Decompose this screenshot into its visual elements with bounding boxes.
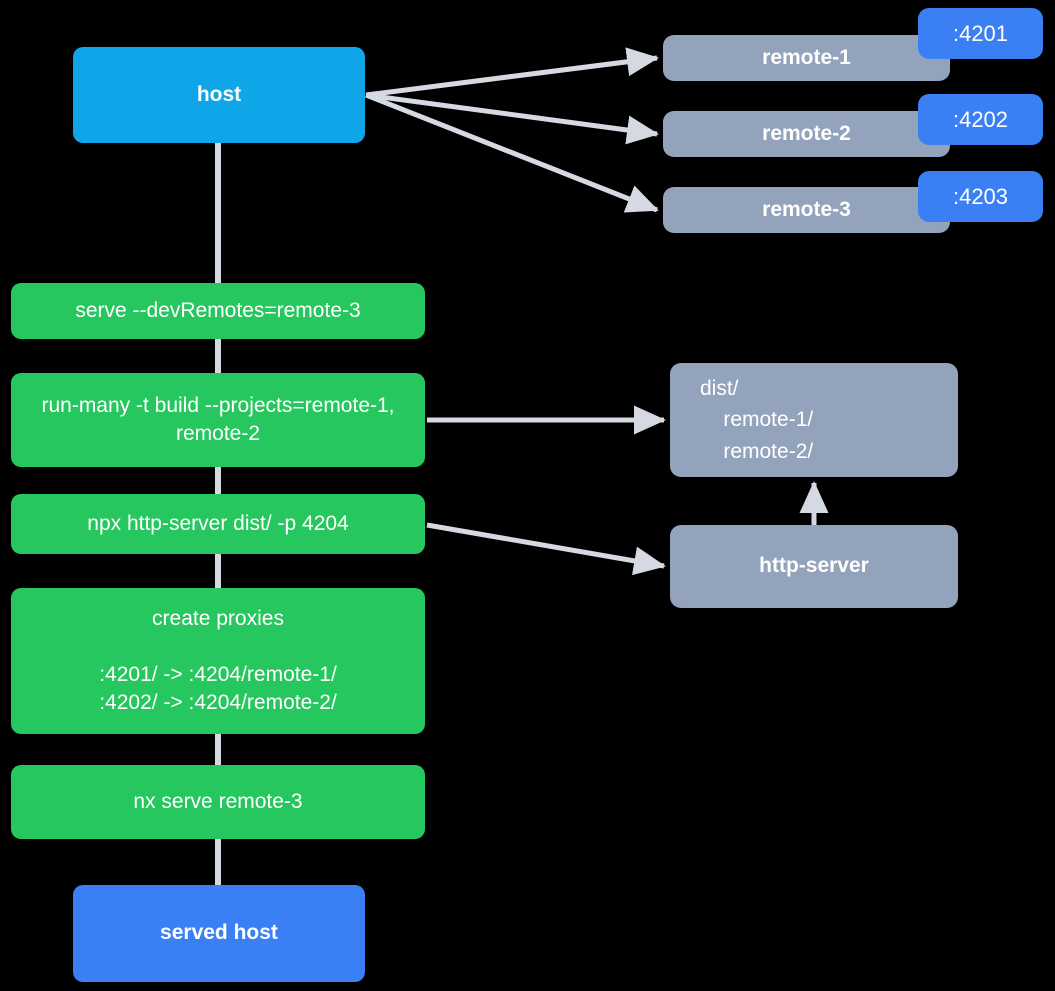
command-npx-http-server[interactable]: npx http-server dist/ -p 4204 xyxy=(11,494,425,554)
badge-remote-2-port-label: :4202 xyxy=(952,106,1009,132)
badge-remote-1-port-label: :4201 xyxy=(952,20,1009,46)
edge-host-to-remote-1 xyxy=(365,47,659,98)
node-remote-3-label: remote-3 xyxy=(762,197,851,221)
node-http-server-label: http-server xyxy=(759,554,869,578)
node-remote-2-label: remote-2 xyxy=(762,121,851,145)
dist-line-remote-1: remote-1/ xyxy=(700,408,814,432)
node-dist-folder-tree: dist/ remote-1/ remote-2/ xyxy=(670,373,958,468)
edge-host-to-remote-3 xyxy=(365,92,659,213)
edge-host-to-remote-2 xyxy=(365,92,659,145)
node-remote-2[interactable]: remote-2 xyxy=(663,111,950,157)
command-create-proxies[interactable]: create proxies :4201/ -> :4204/remote-1/… xyxy=(11,588,425,734)
command-create-proxies-label: create proxies :4201/ -> :4204/remote-1/… xyxy=(99,606,337,715)
node-remote-1-label: remote-1 xyxy=(762,45,851,69)
dist-line-remote-2: remote-2/ xyxy=(700,439,814,463)
node-dist-folder[interactable]: dist/ remote-1/ remote-2/ xyxy=(670,363,958,477)
node-host[interactable]: host xyxy=(73,47,365,143)
command-run-many-build-label: run-many -t build --projects=remote-1, r… xyxy=(41,393,395,445)
command-run-many-build[interactable]: run-many -t build --projects=remote-1, r… xyxy=(11,373,425,467)
command-nx-serve-remote-3[interactable]: nx serve remote-3 xyxy=(11,765,425,839)
command-npx-http-server-label: npx http-server dist/ -p 4204 xyxy=(87,511,349,535)
command-serve-devremotes-label: serve --devRemotes=remote-3 xyxy=(75,298,361,322)
command-serve-devremotes[interactable]: serve --devRemotes=remote-3 xyxy=(11,283,425,339)
command-nx-serve-remote-3-label: nx serve remote-3 xyxy=(133,789,303,813)
badge-remote-3-port-label: :4203 xyxy=(952,183,1009,209)
badge-remote-3-port[interactable]: :4203 xyxy=(918,171,1043,222)
badge-remote-1-port[interactable]: :4201 xyxy=(918,8,1043,59)
edge-npx-to-httpserver xyxy=(426,522,666,576)
node-remote-3[interactable]: remote-3 xyxy=(663,187,950,233)
node-served-host-label: served host xyxy=(160,921,278,945)
node-remote-1[interactable]: remote-1 xyxy=(663,35,950,81)
node-served-host[interactable]: served host xyxy=(73,885,365,982)
badge-remote-2-port[interactable]: :4202 xyxy=(918,94,1043,145)
dist-line-root: dist/ xyxy=(700,376,739,400)
node-http-server[interactable]: http-server xyxy=(670,525,958,608)
node-host-label: host xyxy=(196,82,242,106)
